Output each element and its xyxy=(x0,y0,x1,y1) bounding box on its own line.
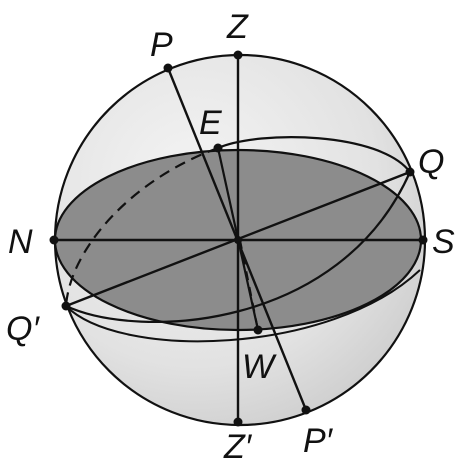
label-east: E xyxy=(199,104,222,142)
point-nadir xyxy=(233,417,243,427)
celestial-equator-back-dashed xyxy=(64,146,219,307)
point-south-pole xyxy=(301,405,311,415)
label-west: W xyxy=(242,348,277,386)
point-center xyxy=(234,236,242,244)
point-equator-upper xyxy=(405,167,415,177)
lower-circle-arc xyxy=(65,269,421,343)
point-equator-lower xyxy=(61,301,71,311)
point-north-pole xyxy=(163,63,173,73)
celestial-equator-back-upper xyxy=(217,136,411,173)
celestial-equator-front xyxy=(65,171,412,323)
point-south xyxy=(418,235,428,245)
label-north-pole: P xyxy=(150,26,173,64)
point-west xyxy=(253,325,263,335)
point-north xyxy=(49,235,59,245)
point-east xyxy=(213,143,223,153)
label-equator-lower: Q′ xyxy=(6,310,40,348)
label-zenith: Z xyxy=(226,8,249,46)
point-zenith xyxy=(233,50,243,60)
label-nadir: Z′ xyxy=(223,428,253,462)
label-equator-upper: Q xyxy=(418,143,444,181)
label-south-pole: P′ xyxy=(303,422,334,460)
label-south: S xyxy=(432,223,455,261)
label-north: N xyxy=(8,223,33,261)
